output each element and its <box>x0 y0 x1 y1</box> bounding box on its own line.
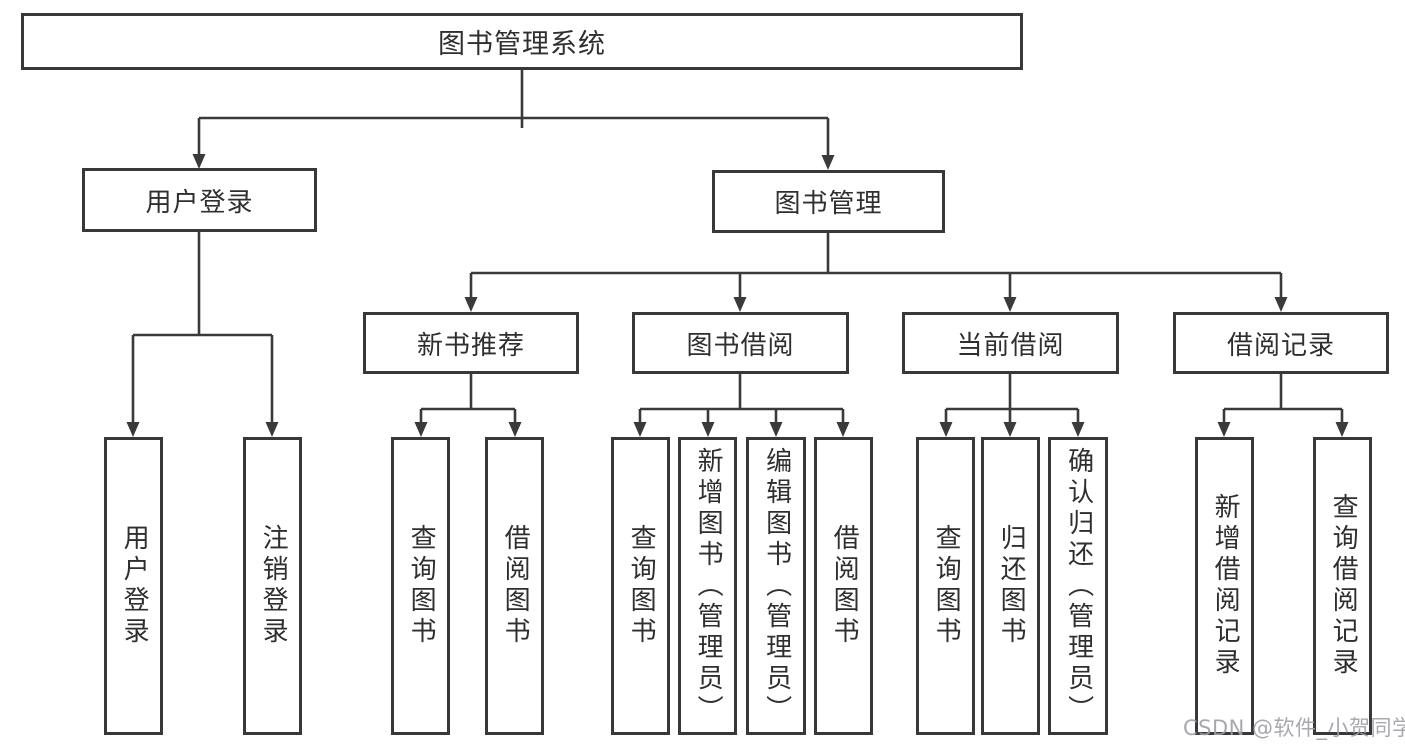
leaf-query-borrow-record: 查询借阅记录 <box>1313 437 1372 735</box>
connector-book-borrowing-to-leaves <box>633 374 850 437</box>
leaf-add-borrow-record-label: 新增借阅记录 <box>1210 493 1241 679</box>
node-current-borrowing: 当前借阅 <box>902 312 1119 374</box>
node-book-borrowing: 图书借阅 <box>632 312 849 374</box>
connector-new-book-to-leaves <box>414 374 522 437</box>
node-borrowing-records: 借阅记录 <box>1173 312 1389 374</box>
leaf-add-book-admin: 新增图书（管理员） <box>678 437 737 735</box>
node-new-book-recommendation-label: 新书推荐 <box>416 330 525 361</box>
connector-root-to-level2 <box>192 70 835 170</box>
leaf-confirm-return-admin-label: 确认归还（管理员） <box>1063 446 1094 726</box>
leaf-user-login-label: 用户登录 <box>119 524 150 648</box>
leaf-query-books-borrowing-label: 查询图书 <box>626 524 657 648</box>
leaf-borrow-books-borrowing-label: 借阅图书 <box>829 524 860 648</box>
node-user-login-label: 用户登录 <box>145 187 254 218</box>
leaf-user-login: 用户登录 <box>104 437 163 735</box>
leaf-borrow-books-recommend-label: 借阅图书 <box>500 524 531 648</box>
node-borrowing-records-label: 借阅记录 <box>1226 330 1335 361</box>
connector-user-login-to-leaves <box>126 232 279 437</box>
node-book-management-label: 图书管理 <box>774 189 883 219</box>
node-new-book-recommendation: 新书推荐 <box>363 312 579 374</box>
node-book-borrowing-label: 图书借阅 <box>686 330 795 361</box>
node-book-management: 图书管理 <box>712 170 945 233</box>
leaf-add-book-admin-label: 新增图书（管理员） <box>693 446 724 726</box>
leaf-logout-label: 注销登录 <box>258 524 289 648</box>
leaf-return-book-label: 归还图书 <box>996 524 1027 648</box>
leaf-logout: 注销登录 <box>243 437 302 735</box>
node-root-label: 图书管理系统 <box>438 29 606 60</box>
node-user-login: 用户登录 <box>82 168 317 232</box>
leaf-query-books-recommend-label: 查询图书 <box>406 524 437 648</box>
leaf-query-books-current-label: 查询图书 <box>931 524 962 648</box>
connector-book-management-to-level3 <box>464 233 1288 312</box>
csdn-watermark: CSDN @软件_小贺同学 <box>1183 716 1405 740</box>
connector-current-borrowing-to-leaves <box>939 374 1085 437</box>
leaf-borrow-books-recommend: 借阅图书 <box>485 437 544 735</box>
leaf-confirm-return-admin: 确认归还（管理员） <box>1048 437 1108 735</box>
node-current-borrowing-label: 当前借阅 <box>956 330 1065 361</box>
connector-borrow-records-to-leaves <box>1217 374 1349 437</box>
leaf-query-books-borrowing: 查询图书 <box>611 437 670 735</box>
leaf-query-books-current: 查询图书 <box>916 437 975 735</box>
leaf-query-borrow-record-label: 查询借阅记录 <box>1328 493 1359 679</box>
leaf-borrow-books-borrowing: 借阅图书 <box>814 437 873 735</box>
leaf-return-book: 归还图书 <box>981 437 1040 735</box>
leaf-add-borrow-record: 新增借阅记录 <box>1195 437 1254 735</box>
leaf-edit-book-admin: 编辑图书（管理员） <box>746 437 806 735</box>
leaf-query-books-recommend: 查询图书 <box>391 437 450 735</box>
node-root-library-management-system: 图书管理系统 <box>21 13 1023 70</box>
leaf-edit-book-admin-label: 编辑图书（管理员） <box>761 446 792 726</box>
